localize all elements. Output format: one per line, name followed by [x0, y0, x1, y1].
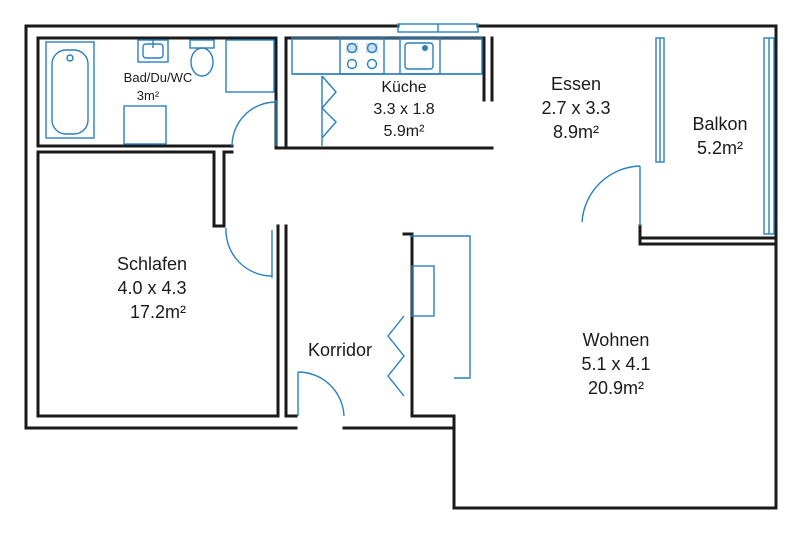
door-arc-bathroom	[231, 100, 277, 147]
bath-cabinet	[123, 39, 275, 145]
door-arc-schlafen	[225, 227, 273, 278]
wardrobe	[387, 235, 471, 397]
kitchen-sink-icon	[399, 37, 441, 75]
bad-name: Bad/Du/WC	[124, 70, 193, 85]
kitchen-counter	[291, 37, 483, 146]
balkon-area: 5.2m²	[697, 138, 743, 158]
essen-area: 8.9m²	[553, 122, 599, 142]
essen-dims: 2.7 x 3.3	[541, 98, 610, 118]
label-bad: Bad/Du/WC 3m²	[124, 70, 193, 103]
outer-walls	[24, 24, 778, 510]
bathtub-icon	[45, 41, 95, 139]
wohnen-area: 20.9m²	[588, 378, 644, 398]
windows	[397, 23, 775, 235]
kueche-dims: 3.3 x 1.8	[373, 101, 434, 118]
wohnen-dims: 5.1 x 4.1	[581, 354, 650, 374]
kueche-area: 5.9m²	[384, 123, 426, 140]
schlafen-dims: 4.0 x 4.3	[117, 278, 186, 298]
wohnen-name: Wohnen	[583, 330, 650, 350]
label-wohnen: Wohnen 5.1 x 4.1 20.9m²	[581, 330, 650, 398]
label-kueche: Küche 3.3 x 1.8 5.9m²	[373, 79, 434, 140]
schlafen-name: Schlafen	[117, 254, 187, 274]
interior-walls	[36, 36, 778, 430]
sink-icon	[137, 39, 169, 63]
toilet-icon	[189, 39, 215, 77]
label-balkon: Balkon 5.2m²	[692, 114, 747, 158]
door-arc-balkon	[581, 165, 641, 226]
label-essen: Essen 2.7 x 3.3 8.9m²	[541, 74, 610, 142]
label-korridor: Korridor	[308, 340, 372, 360]
korridor-name: Korridor	[308, 340, 372, 360]
label-schlafen: Schlafen 4.0 x 4.3 17.2m²	[117, 254, 187, 322]
kueche-name: Küche	[381, 79, 426, 96]
door-arc-entrance	[297, 371, 345, 417]
bad-area: 3m²	[137, 88, 160, 103]
stove-icon	[339, 37, 385, 75]
essen-name: Essen	[551, 74, 601, 94]
balkon-name: Balkon	[692, 114, 747, 134]
schlafen-area: 17.2m²	[130, 302, 186, 322]
